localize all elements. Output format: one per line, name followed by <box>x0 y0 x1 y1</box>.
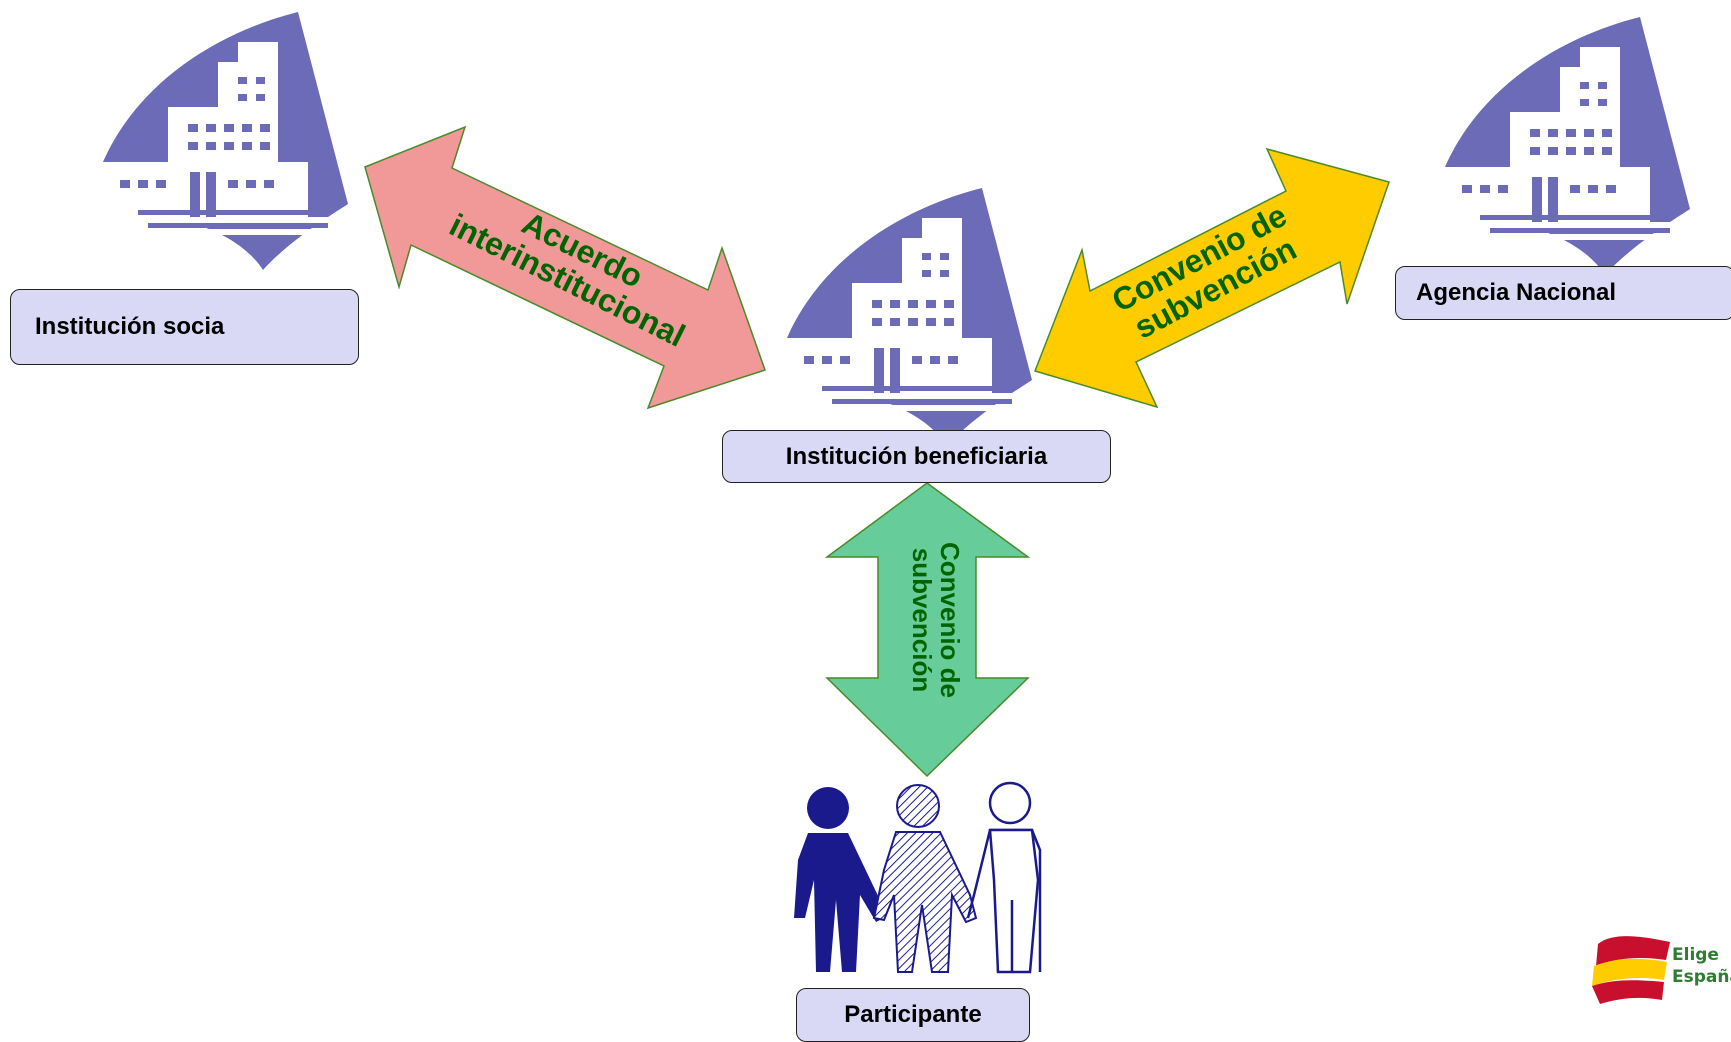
arrow-grant-participant: Convenio de subvención <box>824 482 1031 778</box>
participant-text: Participante <box>844 1001 982 1028</box>
people-icon <box>794 781 1042 974</box>
national-agency-text: Agencia Nacional <box>1416 279 1617 306</box>
logo-line1: Elige <box>1672 945 1719 965</box>
national-agency-label: Agencia Nacional <box>1395 266 1731 320</box>
beneficiary-institution-text: Institución beneficiaria <box>785 442 1048 470</box>
elige-espana-logo: Elige España <box>1592 936 1731 1004</box>
partner-institution-text: Institución socia <box>35 313 225 340</box>
arrow-grant-participant-line2: subvención <box>907 548 937 692</box>
building-icon-national-agency <box>1445 17 1690 275</box>
building-icon-partner <box>103 12 348 270</box>
arrow-grant-agency: Convenio de subvención <box>1034 147 1390 409</box>
participant-label: Participante <box>796 988 1030 1042</box>
partner-institution-label: Institución socia <box>10 289 359 365</box>
arrow-interinstitutional: Acuerdo interinstitucional <box>364 125 766 410</box>
beneficiary-institution-label: Institución beneficiaria <box>722 430 1111 483</box>
logo-line2: España <box>1672 967 1731 987</box>
building-icon-beneficiary <box>787 188 1032 446</box>
arrow-grant-participant-line1: Convenio de <box>935 542 965 698</box>
